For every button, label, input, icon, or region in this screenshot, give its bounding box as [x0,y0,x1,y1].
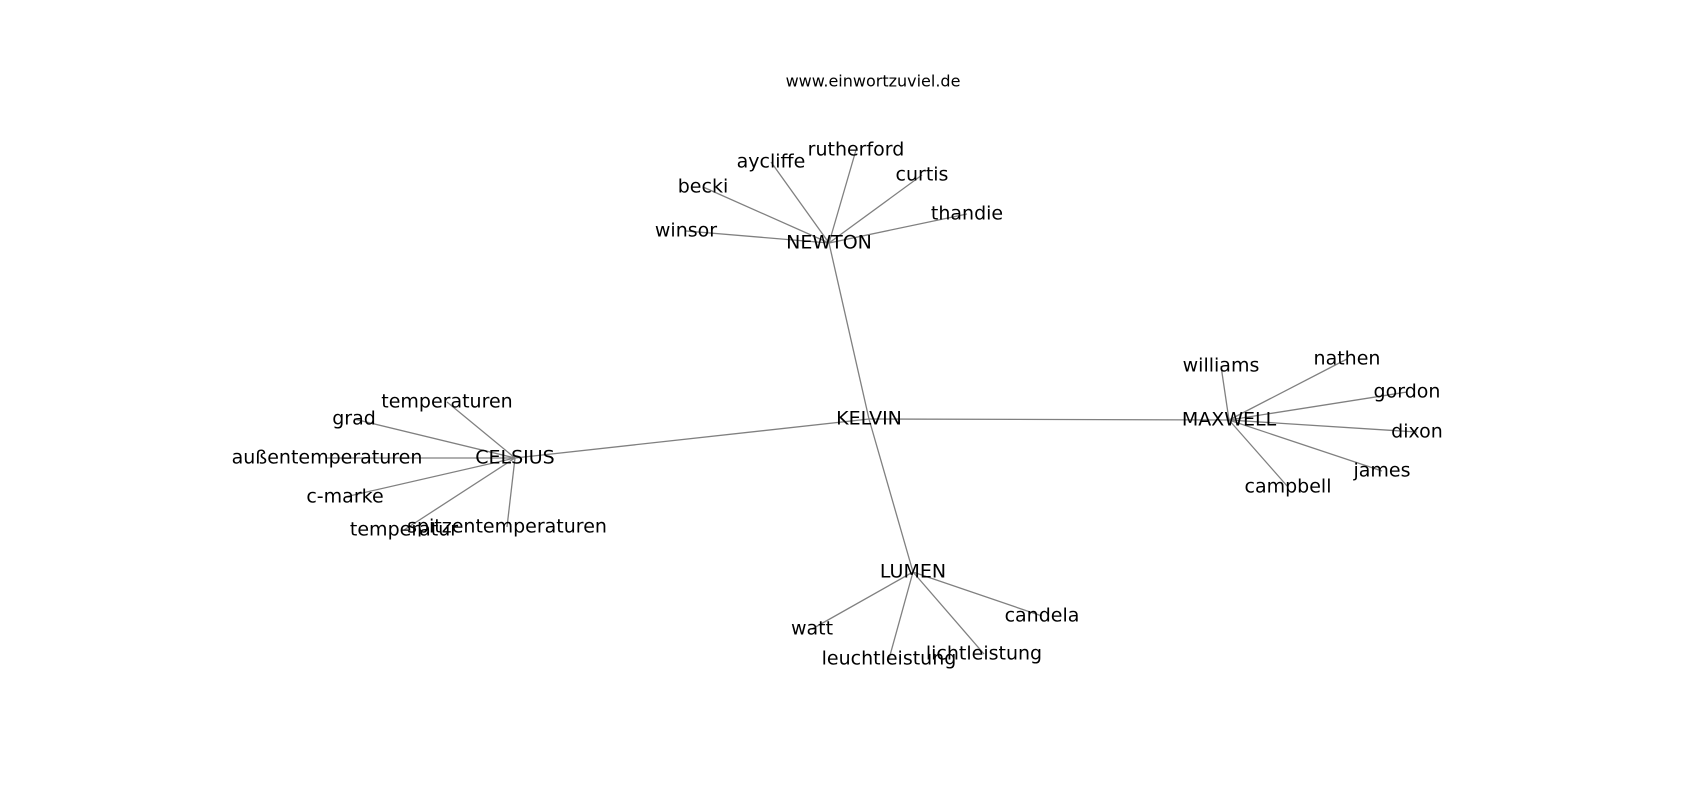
leaf-node: außentemperaturen [232,447,423,469]
leaf-node: winsor [655,220,717,242]
leaf-node: watt [791,618,833,640]
leaf-node: james [1352,460,1410,482]
hub-node: LUMEN [880,561,946,583]
leaf-node: leuchtleistung [822,648,957,670]
edge-newton-3 [828,149,857,244]
edge-center-maxwell [868,418,1230,421]
edge-newton-4 [828,174,923,244]
leaf-node: temperaturen [381,391,512,413]
leaf-node: thandie [931,203,1003,225]
leaf-node: candela [1005,605,1080,627]
leaf-node: rutherford [808,139,905,161]
leaf-node: lichtleistung [926,643,1042,665]
edge-maxwell-4 [1228,419,1383,472]
leaf-node: c-marke [306,486,383,508]
edge-celsius-3 [344,457,516,498]
edge-maxwell-1 [1228,358,1348,421]
leaf-node: curtis [896,164,949,186]
edges-layer [327,149,1418,660]
hub-node: NEWTON [786,232,872,254]
leaf-node: aycliffe [737,151,806,173]
edge-lumen-2 [912,571,985,655]
edge-maxwell-5 [1228,419,1289,488]
nodes-layer: KELVIN NEWTON winsor becki ayclifferutherfor… [232,139,1443,670]
edge-maxwell-2 [1228,391,1408,421]
edge-celsius-4 [403,457,516,531]
edge-maxwell-3 [1228,419,1418,433]
edge-lumen-1 [888,571,914,660]
hub-node: CELSIUS [475,447,555,469]
edge-newton-1 [702,186,830,244]
leaf-node: nathen [1314,348,1381,370]
edge-newton-5 [828,213,968,244]
website-label: www.einwortzuviel.de [786,72,961,91]
leaf-node: grad [332,408,376,430]
edge-center-newton [828,242,870,420]
edge-maxwell-0 [1220,365,1230,421]
edge-center-celsius [514,418,870,459]
leaf-node: temperatur [350,519,458,541]
leaf-node: spitzentemperaturen [407,516,607,538]
edge-celsius-0 [446,401,516,459]
edge-lumen-3 [912,571,1043,617]
leaf-node: gordon [1374,381,1441,403]
edge-lumen-0 [811,571,914,630]
center-node: KELVIN [836,408,902,430]
leaf-node: dixon [1391,421,1443,443]
leaf-node: becki [678,176,728,198]
edge-celsius-5 [506,457,516,528]
leaf-node: williams [1183,355,1260,377]
hub-node: MAXWELL [1182,409,1277,431]
edge-center-lumen [868,418,914,573]
edge-celsius-1 [353,418,516,459]
leaf-node: campbell [1245,476,1332,498]
edge-newton-0 [685,230,830,244]
edge-newton-2 [770,161,830,244]
